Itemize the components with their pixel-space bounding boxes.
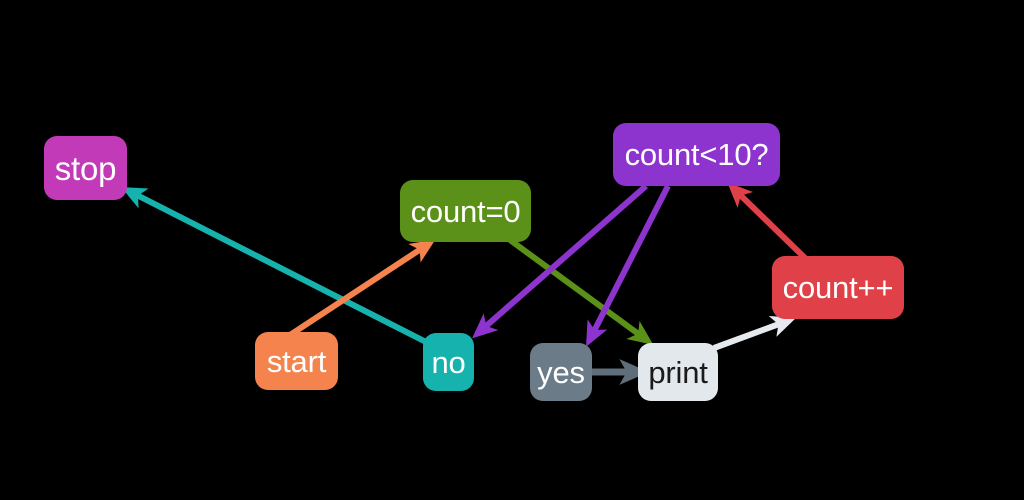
edge-condition-yes: [586, 184, 671, 347]
node-label-print: print: [648, 354, 708, 390]
node-stop[interactable]: stop: [44, 136, 127, 200]
node-label-no: no: [431, 344, 466, 380]
edge-increment-condition: [727, 182, 808, 261]
edge-no-stop: [121, 187, 430, 346]
edge-count-init-print: [508, 237, 654, 345]
node-count_init[interactable]: count=0: [400, 180, 531, 242]
node-increment[interactable]: count++: [772, 256, 904, 319]
node-label-condition: count<10?: [624, 137, 769, 172]
edge-condition-no: [472, 183, 648, 339]
node-label-yes: yes: [537, 354, 585, 390]
node-print[interactable]: print: [638, 343, 718, 401]
node-label-increment: count++: [782, 270, 894, 305]
edge-print-increment: [712, 316, 797, 351]
node-label-start: start: [266, 343, 327, 379]
node-yes[interactable]: yes: [530, 343, 592, 401]
node-label-count_init: count=0: [410, 193, 521, 229]
node-no[interactable]: no: [423, 333, 474, 391]
node-start[interactable]: start: [255, 332, 338, 390]
node-condition[interactable]: count<10?: [613, 123, 780, 186]
node-label-stop: stop: [54, 149, 117, 187]
edge-start-count-init: [288, 239, 436, 338]
